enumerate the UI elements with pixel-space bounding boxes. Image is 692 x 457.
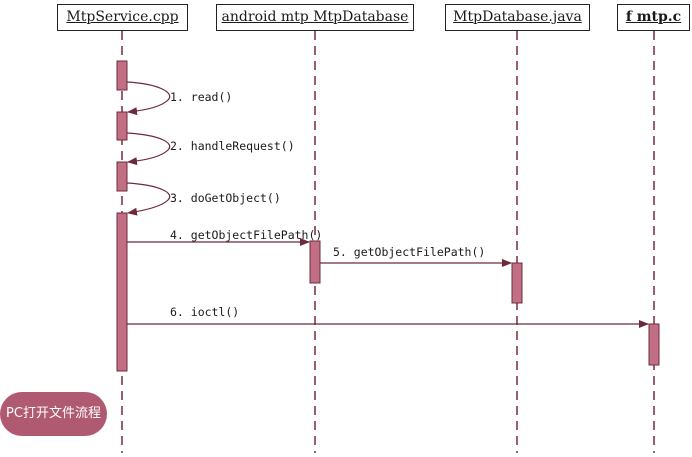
lifeline-header-label: android mtp MtpDatabase (221, 9, 409, 25)
lifeline-header-f-mtp-c: f mtp.c (617, 4, 690, 31)
process-note-badge: PC打开文件流程 (0, 392, 107, 436)
message-arrow-1 (126, 81, 171, 116)
lifeline-header-label: MtpService.cpp (66, 9, 179, 25)
message-label-4: 4. getObjectFilePath() (170, 228, 323, 242)
activation-bar (309, 240, 321, 284)
message-label-5: 5. getObjectFilePath() (333, 245, 486, 259)
message-arrow-3 (126, 182, 171, 216)
activation-bar (116, 111, 128, 141)
message-label-2: 2. handleRequest() (170, 139, 295, 153)
lifeline-header-android-mtp-mtpdatabase: android mtp MtpDatabase (216, 4, 414, 31)
lifeline-header-mtpdatabase-java: MtpDatabase.java (445, 4, 590, 31)
activation-bar (116, 60, 128, 91)
activation-bar (116, 212, 128, 372)
lifeline-header-label: MtpDatabase.java (453, 9, 582, 25)
lifeline-header-mtpservice: MtpService.cpp (57, 4, 188, 31)
activation-bar (116, 161, 128, 192)
message-label-3: 3. doGetObject() (170, 191, 281, 205)
lifeline-header-label: f mtp.c (625, 9, 682, 25)
message-arrow-2 (126, 132, 171, 166)
activation-bar (648, 323, 660, 366)
message-label-6: 6. ioctl() (170, 305, 240, 319)
message-label-1: 1. read() (170, 90, 233, 104)
activation-bar (511, 262, 523, 304)
